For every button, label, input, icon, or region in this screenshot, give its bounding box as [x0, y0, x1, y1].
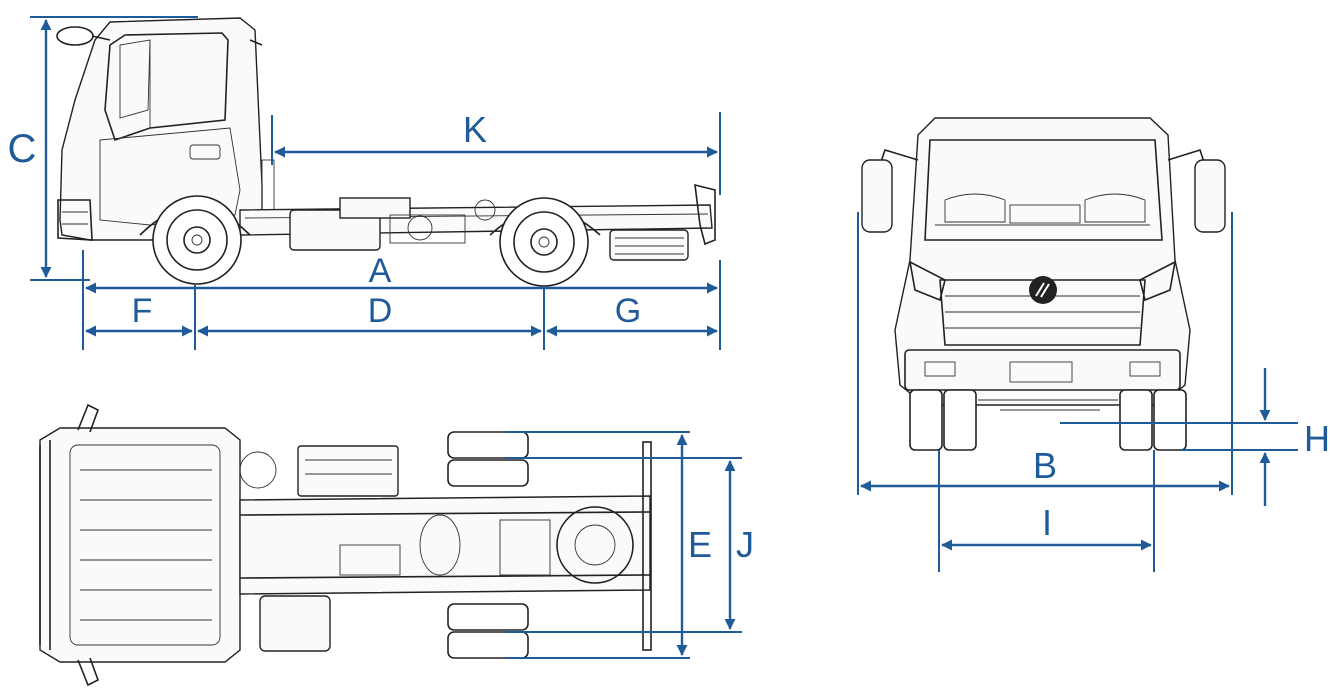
- label-b: B: [1033, 445, 1057, 486]
- label-i: I: [1042, 502, 1052, 543]
- side-view: C K A F D G: [8, 16, 721, 350]
- top-chassis-frame: [239, 495, 651, 595]
- top-cab: [39, 427, 241, 663]
- label-g: G: [615, 292, 641, 330]
- label-f: F: [132, 292, 153, 330]
- label-e: E: [688, 524, 712, 565]
- front-view: B I H: [857, 117, 1330, 572]
- label-j: J: [736, 524, 754, 565]
- front-mirror-left: [861, 149, 919, 233]
- side-cab: [59, 17, 263, 241]
- side-fuel-tank: [289, 209, 381, 251]
- label-d: D: [368, 292, 393, 330]
- label-h: H: [1304, 418, 1330, 459]
- front-cab: [894, 117, 1191, 406]
- side-front-wheel: [152, 195, 242, 285]
- side-spare-tire: [609, 229, 689, 261]
- front-bumper: [904, 349, 1181, 391]
- front-grille: [939, 279, 1146, 346]
- top-mirror-left: [77, 403, 99, 433]
- front-tire-left-outer: [909, 389, 943, 451]
- top-view: E J: [39, 403, 754, 687]
- front-headlight-left: [908, 260, 946, 302]
- side-rear-wheel: [499, 197, 589, 287]
- front-logo-icon: [1029, 276, 1057, 304]
- front-tire-right-inner: [1119, 389, 1153, 451]
- top-spare-tire: [556, 506, 634, 584]
- top-fuel-tank: [259, 595, 331, 652]
- top-battery-box: [297, 445, 399, 497]
- top-rear-tires-upper: [447, 431, 529, 487]
- front-tire-right-outer: [1153, 389, 1187, 451]
- front-headlight-right: [1139, 260, 1177, 302]
- top-mirror-right: [77, 657, 99, 687]
- front-mirror-right: [1167, 149, 1226, 233]
- top-rear-tires-lower: [447, 603, 529, 659]
- label-k: K: [463, 109, 487, 150]
- front-tire-left-inner: [943, 389, 977, 451]
- label-a: A: [369, 252, 392, 290]
- side-window: [104, 32, 229, 142]
- front-windshield: [924, 139, 1163, 241]
- label-c: C: [8, 127, 37, 171]
- side-mirror: [56, 26, 94, 46]
